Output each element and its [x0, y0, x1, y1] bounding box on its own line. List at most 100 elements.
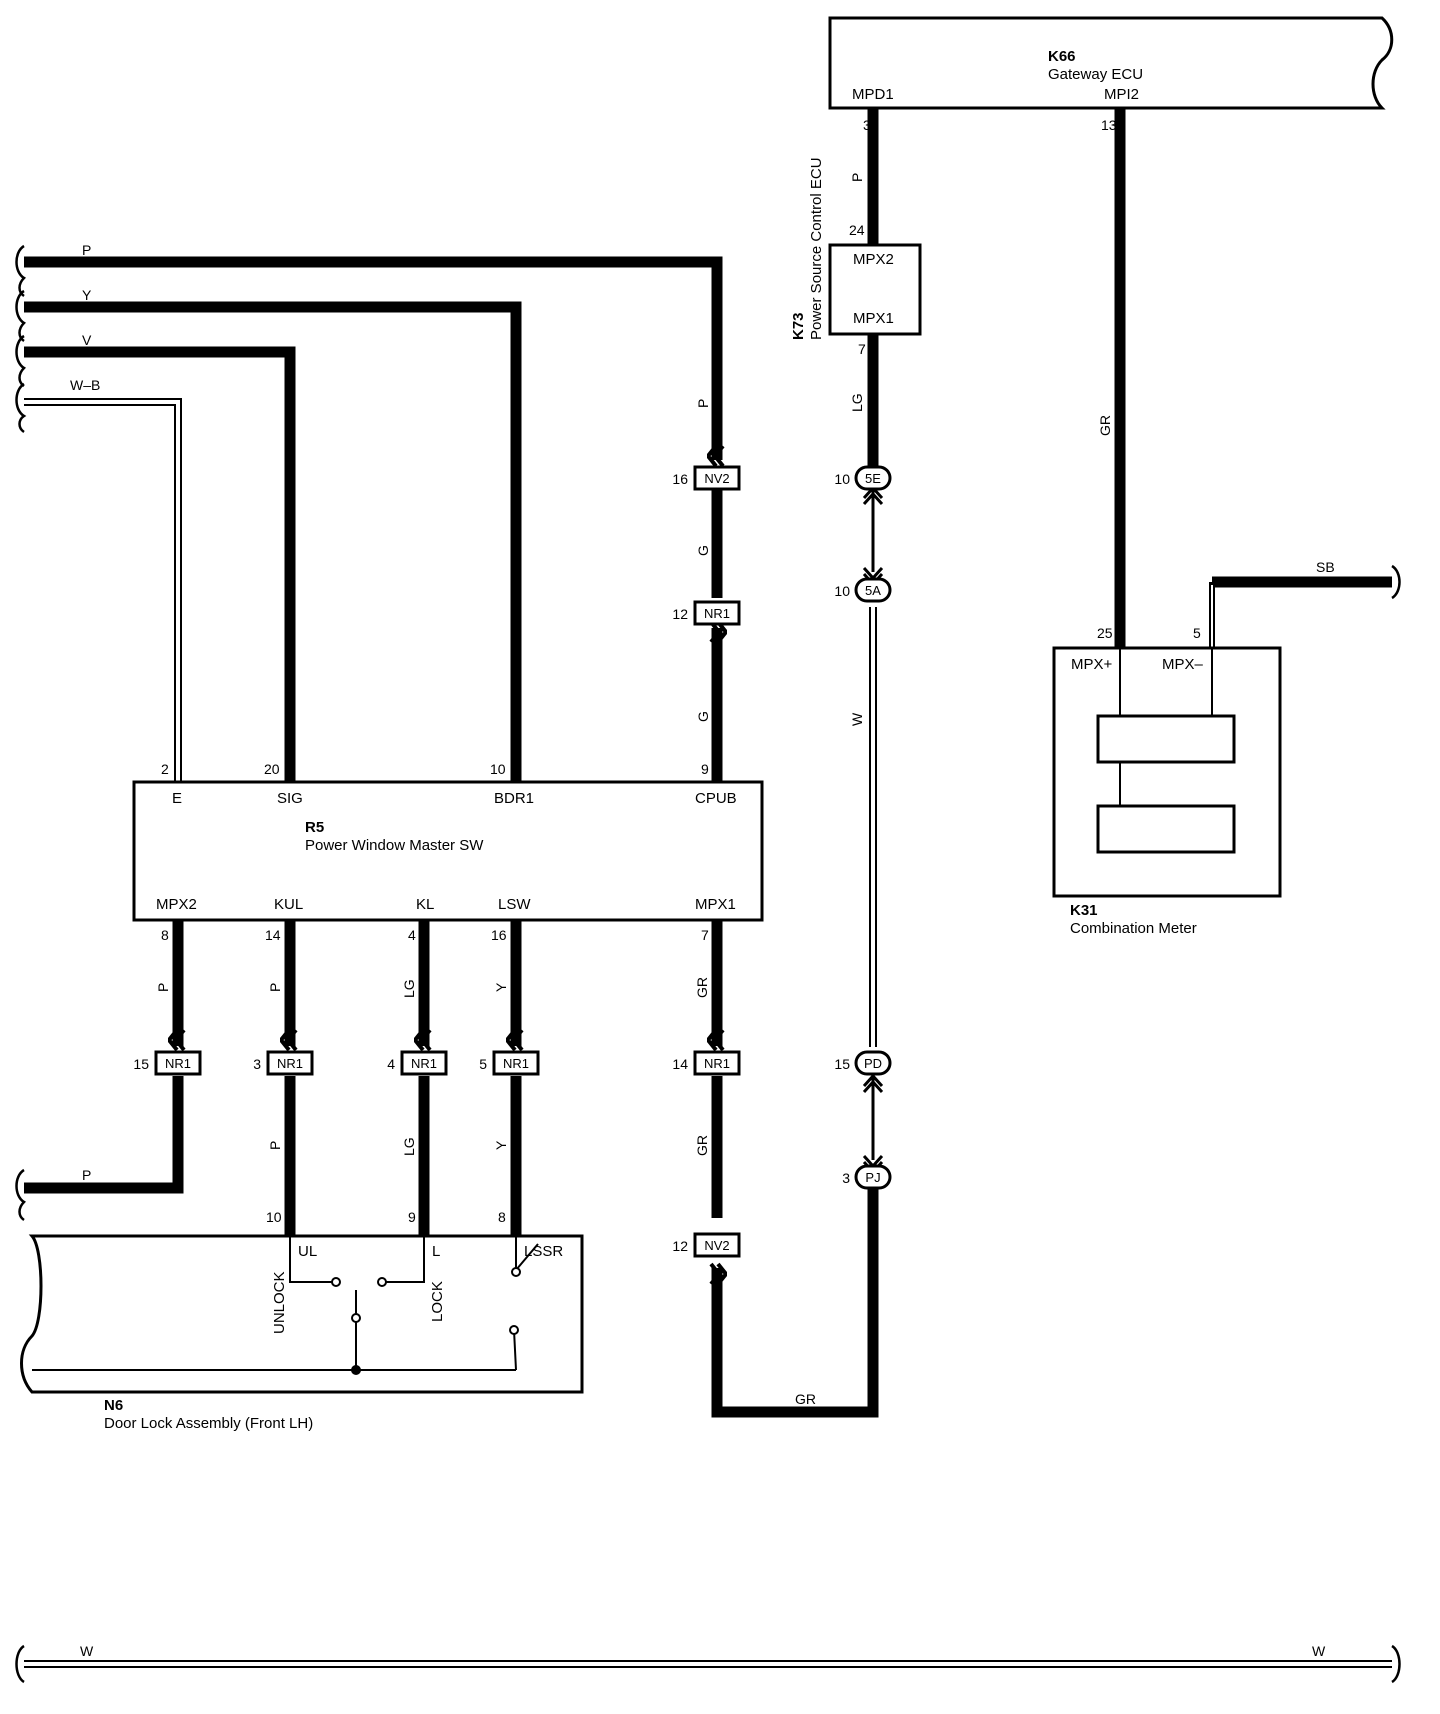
r5-pin-kl: KL: [416, 896, 434, 913]
wc-sb-right: SB: [1316, 559, 1335, 575]
conn-pd-pin: 15: [834, 1056, 850, 1072]
r5-pin-sig: SIG: [277, 790, 303, 807]
conn-5e-oval: [854, 465, 892, 491]
break-bottom-right: [1391, 1644, 1401, 1684]
k31-code: K31: [1070, 902, 1098, 919]
break-bottom-left: [15, 1644, 25, 1684]
pin-r5-bdr1: 10: [490, 761, 506, 777]
wire-gr-loop: [711, 1188, 879, 1418]
wc-left-p-bottom: P: [82, 1167, 91, 1183]
k66-pin-mpi2: MPI2: [1104, 86, 1139, 103]
wc-cpub-mid: G: [695, 545, 711, 556]
wire-left-y: [24, 301, 522, 782]
r5-pin-bdr1: BDR1: [494, 790, 534, 807]
pin-k73-mpx1: 7: [858, 341, 866, 357]
conn-nr1-kul-box: [266, 1050, 314, 1076]
n6-door-lock-assembly: UL L LSSR UNLOCK LOCK N6 Door Lock Assem…: [20, 1234, 584, 1432]
wc-k66-k31: GR: [1097, 415, 1113, 436]
k31-internal-lines: [1119, 648, 1213, 806]
conn-pj-code: PJ: [865, 1170, 880, 1185]
wc-kul-low: P: [267, 1141, 283, 1150]
wc-k73-5e: LG: [849, 393, 865, 412]
k73-pin-mpx2: MPX2: [853, 251, 894, 268]
conn-nr1-mpx2-box: [154, 1050, 202, 1076]
wires: [24, 108, 1392, 1668]
pin-r5-sig: 20: [264, 761, 280, 777]
pin-k31-mpxp: 25: [1097, 625, 1113, 641]
conn-nr1-kl-pin: 4: [387, 1056, 395, 1072]
wc-kl-low: LG: [401, 1137, 417, 1156]
break-right-sb: [1391, 564, 1401, 600]
k31-name: Combination Meter: [1070, 920, 1197, 937]
conn-nr1-cpub-box: [693, 600, 741, 626]
conn-nr1-kl-code: NR1: [411, 1056, 437, 1071]
wc-w-mid: W: [849, 712, 865, 726]
pin-k73-mpx2: 24: [849, 222, 865, 238]
n6-switch-unlock: UNLOCK: [271, 1271, 288, 1334]
conn-pj-oval: [854, 1164, 892, 1190]
wc-bottom-w-right: W: [1312, 1643, 1326, 1659]
wc-bottom-w-left: W: [80, 1643, 94, 1659]
wc-left-v: V: [82, 332, 92, 348]
k73-code: K73: [790, 312, 807, 340]
conn-5a-code: 5A: [865, 583, 881, 598]
conn-nr1-kul-code: NR1: [277, 1056, 303, 1071]
pin-r5-kl: 4: [408, 927, 416, 943]
break-marks: [15, 244, 1401, 1684]
conn-nr1-mpx1-code: NR1: [704, 1056, 730, 1071]
pin-n6-l: 9: [408, 1209, 416, 1225]
wc-mpx2-down: P: [155, 983, 171, 992]
k73-pin-mpx1: MPX1: [853, 310, 894, 327]
conn-nv2-bottom-pin: 12: [672, 1238, 688, 1254]
arrow-pd-head: [862, 1073, 884, 1094]
pin-k66-mpi2: 13: [1101, 117, 1117, 133]
break-left-p: [15, 244, 27, 298]
n6-pin-ul: UL: [298, 1243, 317, 1260]
conn-nr1-cpub-code: NR1: [704, 606, 730, 621]
n6-pin-l: L: [432, 1243, 440, 1260]
k66-pin-mpd1: MPD1: [852, 86, 894, 103]
conn-5a-oval: [854, 577, 892, 603]
conn-nr1-mpx2-pin: 15: [133, 1056, 149, 1072]
n6-ul-contact: [331, 1277, 341, 1287]
r5-code: R5: [305, 819, 324, 836]
conn-nr1-kl-box: [400, 1050, 448, 1076]
k31-pin-mpxm: MPX–: [1162, 656, 1204, 673]
conn-5a-pin: 10: [834, 583, 850, 599]
wc-kl-down: LG: [401, 979, 417, 998]
conn-5e-pin: 10: [834, 471, 850, 487]
n6-l-contact: [377, 1277, 387, 1287]
n6-lssr-contact-top: [511, 1267, 521, 1277]
wc-left-p: P: [82, 242, 91, 258]
wire-color-labels: P Y V W–B P G G P LG GR SB W P P LG Y GR…: [70, 173, 1335, 1659]
wire-left-wb-inner: [24, 400, 180, 782]
k73-name: Power Source Control ECU: [808, 157, 825, 340]
conn-nr1-cpub-pin: 12: [672, 606, 688, 622]
break-left-y: [15, 289, 27, 343]
pin-r5-mpx2: 8: [161, 927, 169, 943]
k73-box: [828, 243, 922, 336]
connectors: NV2 16 NR1 12 NR1 15 NR1 3 NR1 4 NR1 5 N…: [133, 465, 892, 1258]
k31-pin-mpxp: MPX+: [1071, 656, 1113, 673]
wc-k66-k73: P: [849, 173, 865, 182]
n6-ground-junction: [351, 1365, 361, 1375]
conn-nr1-lsw-pin: 5: [479, 1056, 487, 1072]
r5-power-window-master-sw: E SIG BDR1 CPUB R5 Power Window Master S…: [132, 780, 764, 922]
n6-code: N6: [104, 1397, 123, 1414]
wc-bottom-gr: GR: [795, 1391, 816, 1407]
wire-left-wb: [24, 398, 182, 782]
r5-name: Power Window Master SW: [305, 837, 484, 854]
n6-l-switch: [382, 1236, 425, 1283]
pin-r5-kul: 14: [265, 927, 281, 943]
conn-nr1-kul-pin: 3: [253, 1056, 261, 1072]
r5-pin-mpx2: MPX2: [156, 896, 197, 913]
conn-5e-code: 5E: [865, 471, 881, 486]
wc-lsw-down: Y: [493, 982, 509, 992]
r5-pin-cpub: CPUB: [695, 790, 737, 807]
k31-box: [1052, 646, 1282, 898]
r5-pin-kul: KUL: [274, 896, 303, 913]
k73-power-source-control-ecu: MPX2 MPX1 K73 Power Source Control ECU: [790, 157, 922, 340]
wire-left-v: [24, 346, 296, 782]
break-left-p-bottom: [15, 1168, 27, 1222]
k66-name: Gateway ECU: [1048, 66, 1143, 83]
